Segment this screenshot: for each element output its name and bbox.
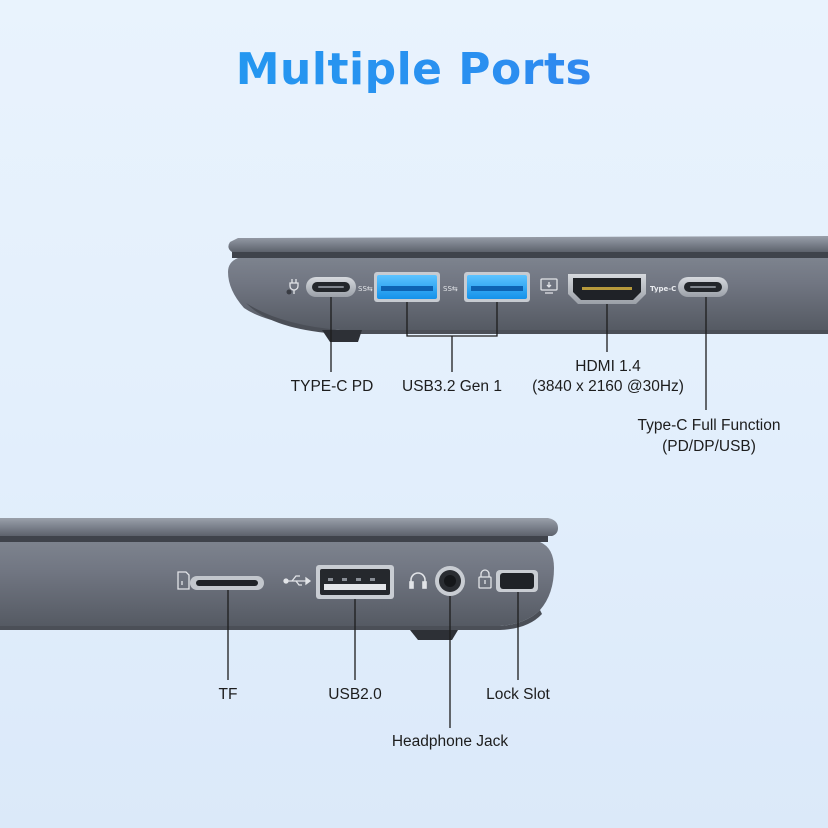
display-out-icon (540, 278, 558, 294)
ss-usb-icon: SS⇆ (443, 285, 458, 293)
headphone-icon (409, 572, 427, 589)
rubber-foot (410, 630, 458, 640)
label-typec-full: Type-C Full Function (637, 417, 781, 434)
laptop-lid (0, 518, 558, 536)
laptop-right-side: SS⇆ SS⇆ Type-C (228, 236, 828, 410)
label-usb2: USB2.0 (328, 686, 382, 703)
label-headphone: Headphone Jack (391, 733, 509, 750)
ss-usb-icon: SS⇆ (358, 285, 373, 293)
lock-icon (478, 569, 492, 589)
hinge-gap (232, 252, 828, 258)
label-typec-full-spec: (PD/DP/USB) (662, 438, 756, 455)
rubber-foot (322, 330, 362, 342)
label-hdmi-spec: (3840 x 2160 @30Hz) (532, 378, 684, 395)
label-usb3: USB3.2 Gen 1 (402, 378, 502, 395)
status-led (286, 289, 292, 295)
laptop-lid (228, 236, 828, 252)
label-lock-slot: Lock Slot (486, 686, 550, 703)
callout-lines (227, 590, 519, 728)
typec-port-text: Type-C (650, 285, 676, 293)
label-tf: TF (218, 686, 238, 703)
power-plug-icon (289, 279, 299, 294)
laptop-base (0, 542, 554, 626)
page-title: Multiple Ports (0, 44, 828, 95)
laptop-left-side (0, 518, 558, 728)
label-typec-pd: TYPE-C PD (290, 378, 374, 395)
usb-trident-icon (283, 575, 312, 586)
callout-lines (330, 297, 707, 410)
label-hdmi: HDMI 1.4 (575, 358, 641, 375)
hinge-gap (0, 536, 548, 542)
sd-card-icon (177, 571, 190, 590)
